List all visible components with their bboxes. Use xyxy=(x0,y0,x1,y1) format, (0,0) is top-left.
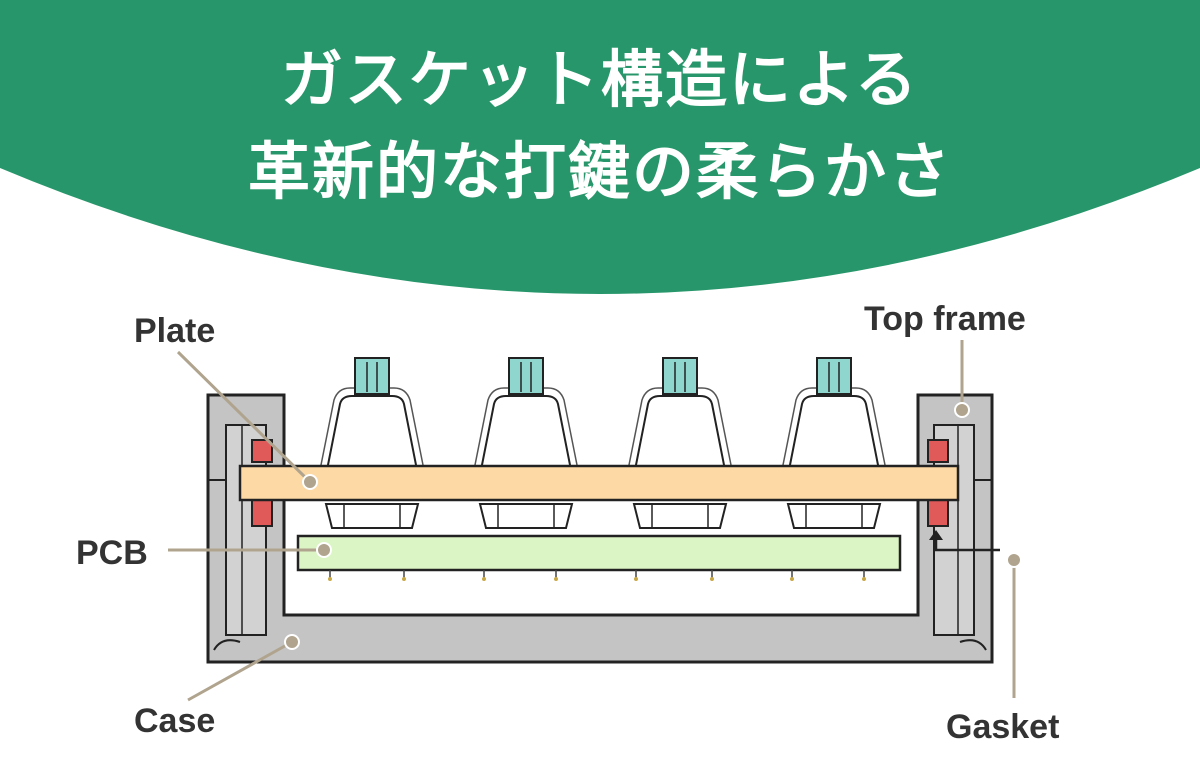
title-banner xyxy=(0,0,1200,294)
pcb xyxy=(296,534,902,572)
pcb-label: PCB xyxy=(76,534,148,572)
arrow-icon xyxy=(934,536,1000,552)
gasket-bottom-left xyxy=(251,499,273,527)
switch-3 xyxy=(627,357,733,529)
switch-4 xyxy=(781,357,887,529)
case-leader-line xyxy=(187,640,293,702)
plate-label: Plate xyxy=(134,312,215,350)
gasket-top-right xyxy=(927,439,949,463)
gasket-top-left xyxy=(251,439,273,463)
title-line-2: 革新的な打鍵の柔らかさ xyxy=(247,135,952,208)
title-line-1: ガスケット構造による xyxy=(280,43,920,116)
plate-leader-line xyxy=(176,350,312,484)
switch-1 xyxy=(319,357,425,529)
gasket-bottom-right xyxy=(927,499,949,527)
top-frame-label: Top frame xyxy=(864,300,1026,338)
case-label: Case xyxy=(134,702,215,740)
title-banner-background xyxy=(0,0,1200,294)
switch-2 xyxy=(473,357,579,529)
plate xyxy=(238,464,960,502)
gasket-label: Gasket xyxy=(946,708,1059,746)
